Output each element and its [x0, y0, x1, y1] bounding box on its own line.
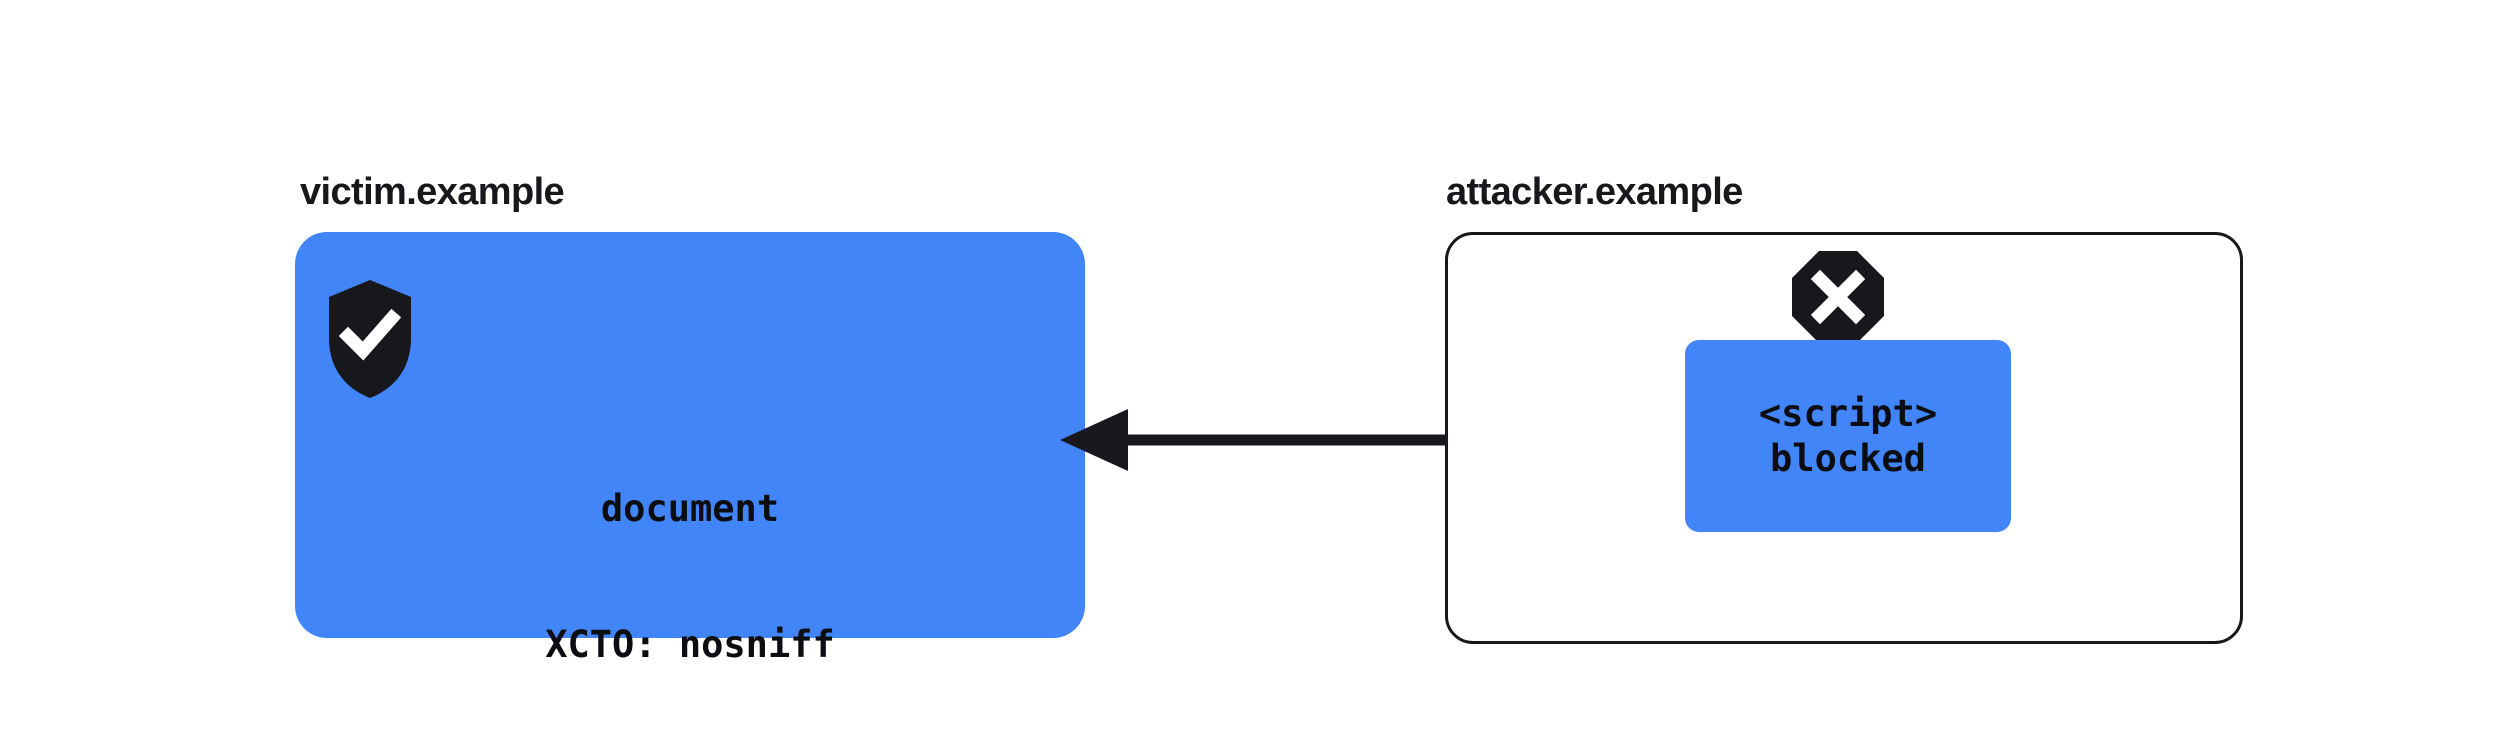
victim-document-text: document XCTO: nosniff — [295, 396, 1085, 741]
attacker-origin-label: attacker.example — [1446, 171, 1743, 213]
script-status-text: blocked — [1770, 437, 1926, 480]
victim-resource-name: document — [600, 487, 780, 531]
script-tag-text: <script> — [1758, 391, 1938, 435]
blocked-script-chip: <script> blocked — [1685, 340, 2011, 532]
octagon-x-icon — [1792, 251, 1884, 343]
victim-document-box: document XCTO: nosniff — [295, 232, 1085, 666]
victim-origin-label: victim.example — [300, 171, 565, 213]
victim-header-line: XCTO: nosniff — [545, 622, 835, 666]
shield-check-icon — [329, 280, 411, 398]
